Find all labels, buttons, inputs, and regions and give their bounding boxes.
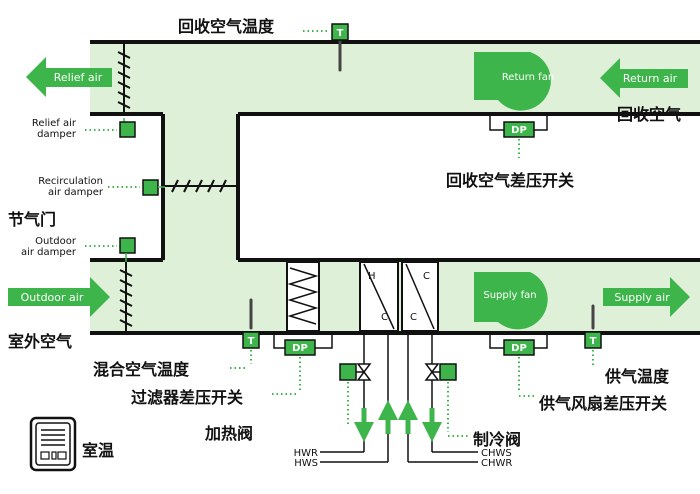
dp-mark: DP: [292, 343, 308, 354]
heating-piping: [320, 333, 389, 463]
heating-valve-label: 加热阀: [205, 424, 254, 443]
coil-mark-c: C: [381, 312, 388, 323]
coil-mark-c: C: [423, 271, 430, 282]
filter: [286, 261, 320, 332]
dp-mark: DP: [511, 343, 527, 354]
outdoor-air-arrow: Outdoor air: [8, 277, 110, 317]
room-temp-label: 室温: [82, 441, 115, 460]
return-air-temp-sensor[interactable]: T: [303, 23, 349, 72]
filter-dp-switch-label: 过滤器差压开关: [131, 388, 244, 407]
supply-fan: Supply fan: [474, 272, 548, 330]
supply-air-temp-sensor[interactable]: T: [584, 304, 602, 366]
coil-mark-h: H: [368, 271, 376, 282]
return-air-temp-label: 回收空气温度: [178, 17, 275, 36]
cooling-piping: [407, 333, 478, 463]
recirculation-air-damper[interactable]: [165, 179, 236, 193]
relief-damper-actuator[interactable]: [85, 118, 136, 138]
supply-air-temp-label: 供气温度: [605, 367, 670, 386]
return-fan-dp-switch[interactable]: DP: [489, 114, 548, 158]
relief-air-damper[interactable]: [117, 44, 131, 112]
outdoor-air-damper[interactable]: [119, 262, 133, 331]
outdoor-air-arrow-label: Outdoor air: [21, 291, 84, 304]
heating-valve[interactable]: [339, 363, 372, 381]
filter-dp-switch[interactable]: DP: [272, 333, 333, 395]
water-flow-arrows: [354, 400, 442, 442]
coil-mark-c: C: [410, 312, 417, 323]
return-fan: Return fan: [474, 52, 554, 111]
mixed-air-temp-label: 混合空气温度: [93, 360, 190, 379]
supply-fan-dp-switch-label: 供气风扇差压开关: [539, 394, 668, 413]
relief-air-damper-label: Relief air damper: [31, 118, 76, 140]
return-air-label: 回收空气: [617, 105, 682, 124]
relief-air-arrow-label: Relief air: [54, 71, 103, 84]
hws-label: HWS: [294, 458, 318, 469]
supply-fan-dp-switch[interactable]: DP: [489, 333, 548, 397]
hwr-label: HWR: [294, 448, 318, 459]
return-fan-label: Return fan: [502, 72, 554, 83]
return-air-arrow-label: Return air: [623, 72, 678, 85]
outdoor-air-damper-label: Outdoor air damper: [20, 236, 76, 258]
dp-mark: DP: [511, 125, 527, 136]
mixed-air-temp-sensor[interactable]: T: [230, 298, 260, 369]
chws-label: CHWS: [481, 448, 512, 459]
supply-air-arrow-label: Supply air: [614, 291, 670, 304]
cooling-valve[interactable]: [424, 363, 468, 437]
supply-fan-label: Supply fan: [483, 290, 536, 301]
temp-sensor-mark: T: [337, 28, 344, 39]
outdoor-air-label: 室外空气: [8, 332, 73, 351]
temp-sensor-mark: T: [590, 336, 597, 347]
relief-air-arrow: Relief air: [26, 57, 112, 97]
heating-coil: H C: [359, 261, 399, 332]
recirculation-damper-actuator[interactable]: [108, 179, 165, 196]
thermostat-icon: [29, 416, 77, 472]
chwr-label: CHWR: [481, 458, 512, 469]
economizer-label: 节气门: [8, 210, 57, 229]
temp-sensor-mark: T: [248, 336, 255, 347]
outdoor-damper-actuator[interactable]: [85, 237, 136, 262]
cooling-valve-label: 制冷阀: [473, 430, 522, 449]
return-dp-switch-label: 回收空气差压开关: [446, 171, 575, 190]
return-air-arrow: Return air: [600, 58, 688, 98]
cooling-coil: C C: [401, 261, 439, 332]
recirculation-air-damper-label: Recirculation air damper: [38, 176, 103, 198]
supply-air-arrow: Supply air: [603, 277, 690, 317]
